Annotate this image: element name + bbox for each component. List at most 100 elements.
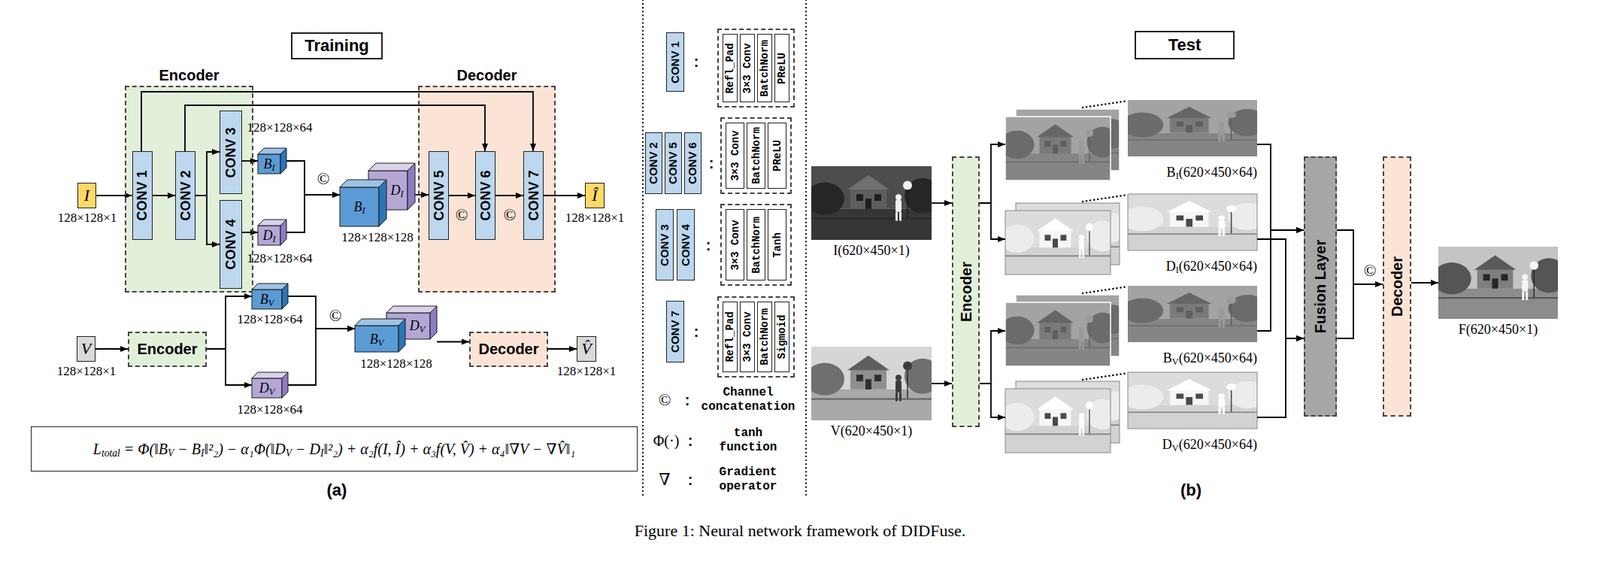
cube-side <box>430 306 437 340</box>
connector <box>287 328 355 385</box>
feature-map <box>1121 285 1267 343</box>
title-box: Training <box>290 32 383 60</box>
connector <box>543 194 585 197</box>
term-cell: Refl_Pad <box>722 33 738 103</box>
concat-cube: BVDV <box>354 306 437 352</box>
label-text: BV <box>369 331 384 348</box>
label-text: CONV 1 <box>134 169 151 221</box>
map-outline <box>1127 193 1258 251</box>
separator <box>642 0 644 495</box>
connector <box>1336 230 1383 285</box>
connector <box>448 194 476 197</box>
connector <box>979 383 1006 418</box>
label-text: BatchNorm <box>749 216 762 274</box>
concat-cube: BIDI <box>339 163 416 227</box>
subscript: V <box>419 324 425 335</box>
feature-map <box>1000 210 1119 275</box>
subscript: V <box>167 447 174 459</box>
feature-map <box>1121 100 1267 157</box>
term-cell: 3×3 Conv <box>739 33 755 103</box>
feature-map <box>1000 116 1119 181</box>
cube-shape <box>339 163 416 227</box>
annotation: 128×128×128 <box>360 356 433 372</box>
label-text: BatchNorm <box>758 308 771 366</box>
fusion-layer: Fusion Layer <box>1303 156 1337 417</box>
label-text: PReLU <box>770 139 783 172</box>
layer-list: 3×3 ConvBatchNormPReLU <box>720 117 792 194</box>
feature-map <box>1121 372 1267 429</box>
conv-legend-block: CONV 1 <box>666 32 685 92</box>
input-box: I <box>77 182 97 208</box>
annotation: 128×128×64 <box>246 120 313 136</box>
connector <box>1257 239 1304 339</box>
subscript: I <box>361 205 365 216</box>
label-text: V̂ <box>581 339 591 358</box>
map-outline <box>1005 210 1111 275</box>
subscript: V <box>378 337 384 349</box>
layer-list: Refl_Pad3×3 ConvBatchNormPReLU <box>717 28 795 108</box>
annotation: 128×128×64 <box>246 251 313 267</box>
decoder-box: Decoder <box>1382 156 1412 417</box>
subscript: I <box>200 447 205 459</box>
subscript: V <box>269 386 275 397</box>
annotation: 128×128×128 <box>341 230 414 246</box>
label-text: Fusion Layer <box>1312 239 1330 334</box>
cube-side <box>280 219 287 246</box>
stack-dots <box>1082 286 1128 294</box>
label-text: CONV 5 <box>430 169 447 221</box>
conv-legend-block: CONV 7 <box>666 300 685 363</box>
connector <box>436 341 470 343</box>
term-cell: BatchNorm <box>757 33 773 103</box>
label-text: DV <box>259 380 275 397</box>
label-text: DI <box>390 182 404 199</box>
group-fills <box>124 85 556 293</box>
label-text: 3×3 Conv <box>741 42 754 94</box>
feature-stack: DI(620×450×64) <box>1005 193 1258 275</box>
annotation: © <box>317 169 331 189</box>
annotation: : <box>684 390 691 410</box>
label-text: F(620×450×1) <box>1458 321 1538 338</box>
annotation: © <box>1363 260 1377 281</box>
label-text: CONV 7 <box>668 310 682 353</box>
feature-map <box>1000 302 1119 367</box>
stack-dots <box>1082 194 1128 202</box>
label-text: Decoder <box>1388 256 1407 317</box>
feature-cube: BI <box>257 148 287 174</box>
annotation: (a) <box>327 480 348 500</box>
term-cell: Tanh <box>767 209 787 281</box>
connector <box>931 382 952 385</box>
subscript: V <box>1172 442 1179 454</box>
connector <box>979 144 1006 204</box>
label-text: Decoder <box>478 340 539 358</box>
connector <box>979 330 1006 384</box>
connector <box>141 91 534 152</box>
cube-top <box>354 318 406 326</box>
connector <box>96 194 133 197</box>
connector <box>931 202 952 204</box>
feature-stack: DV(620×450×64) <box>1005 372 1258 453</box>
label-text: Î <box>591 185 597 205</box>
cube-side <box>378 179 387 227</box>
output-box: Î <box>584 182 605 208</box>
label-text: CONV 2 <box>646 142 660 185</box>
label-text: BatchNorm <box>758 39 771 97</box>
conv-block: CONV 4 <box>219 200 243 289</box>
label-text: BI <box>263 156 275 173</box>
conv-block: CONV 1 <box>132 151 153 240</box>
cube-top <box>368 163 416 171</box>
connector <box>242 231 258 234</box>
feature-map <box>1121 193 1267 251</box>
term-cell: 3×3 Conv <box>725 209 745 281</box>
subscript: V <box>285 447 292 459</box>
connector <box>286 194 340 233</box>
cube-front <box>251 289 282 310</box>
connector <box>206 348 252 385</box>
annotation: 128×128×64 <box>236 402 303 418</box>
annotation: 128×128×1 <box>557 363 617 379</box>
connector <box>1411 281 1439 284</box>
label-text: Sigmoid <box>775 315 788 360</box>
subscript: I <box>271 162 275 173</box>
annotation: Φ(·) <box>653 431 680 450</box>
annotation: Gradient operator <box>710 465 786 494</box>
figure-caption: Figure 1: Neural network framework of DI… <box>634 521 967 541</box>
